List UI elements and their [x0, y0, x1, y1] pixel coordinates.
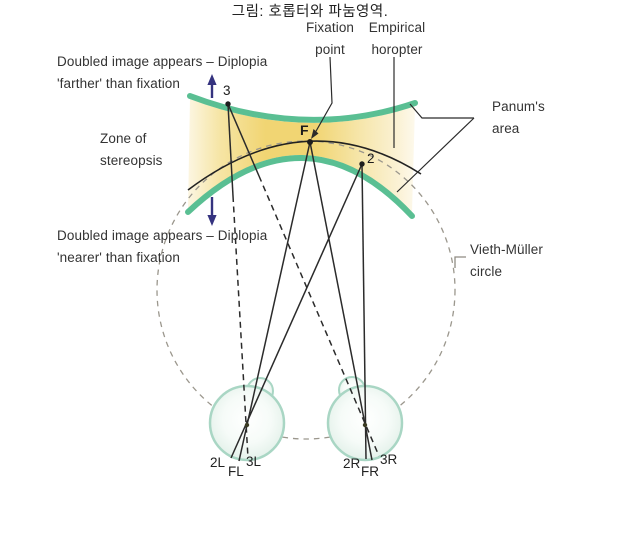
vieth-muller-pointer-line — [454, 256, 466, 268]
diplopia-nearer-label: Doubled image appears – Diplopia 'nearer… — [57, 225, 267, 268]
zone-of-stereopsis-label: Zone of stereopsis — [100, 128, 163, 171]
vieth-line1: Vieth-Müller — [470, 242, 543, 257]
visual-line-3-left-dashed — [232, 195, 249, 459]
retina-label-3L: 3L — [246, 454, 262, 469]
visual-line-3-left-near — [227, 103, 234, 197]
retina-label-3R: 3R — [380, 452, 398, 467]
panums-area-label: Panum's area — [492, 96, 545, 139]
diplopia-nearer-line2: 'nearer' than fixation — [57, 249, 180, 265]
panums-area-pointer-lower — [396, 117, 475, 193]
fixation-pointer-line — [314, 56, 333, 134]
fixation-line2: point — [315, 41, 345, 57]
empirical-line1: Empirical — [368, 20, 426, 35]
fixation-point-label: Fixation point — [306, 17, 354, 60]
retina-label-FL: FL — [228, 464, 244, 479]
fixation-pointer-arrowhead-icon — [311, 129, 319, 139]
visual-line-2-left — [230, 163, 363, 459]
zone-line2: stereopsis — [100, 152, 163, 168]
diplopia-farther-label: Doubled image appears – Diplopia 'farthe… — [57, 51, 267, 94]
vieth-line2: circle — [470, 263, 503, 279]
fixation-point-F-label: F — [300, 122, 309, 138]
empirical-line2: horopter — [371, 41, 423, 57]
panums-area-pointer-upper — [409, 103, 474, 119]
vieth-muller-label: Vieth-Müller circle — [470, 239, 543, 282]
diplopia-arrow-up-icon — [207, 74, 217, 98]
visual-line-2-right — [361, 163, 367, 460]
retina-label-2L: 2L — [210, 455, 226, 470]
diplopia-farther-line1: Doubled image appears – Diplopia — [57, 54, 268, 69]
figure-caption: 그림: 호롭터와 파눔영역. — [231, 4, 389, 20]
retina-label-2R: 2R — [343, 456, 361, 471]
diplopia-nearer-line1: Doubled image appears – Diplopia — [57, 228, 268, 243]
fixation-line1: Fixation — [305, 20, 355, 35]
point-3-label: 3 — [223, 83, 231, 98]
right-eye-nodal-dot — [362, 422, 368, 428]
point-2-label: 2 — [367, 151, 375, 166]
panums-line2: area — [492, 120, 520, 136]
point-2-dot — [359, 161, 365, 167]
panums-line1: Panum's — [492, 99, 545, 114]
empirical-horopter-curve — [187, 140, 422, 191]
panum-lower-band — [185, 155, 415, 219]
visual-lines-solid — [227, 103, 373, 462]
zone-line1: Zone of — [100, 131, 147, 146]
diplopia-arrow-down-icon — [207, 197, 217, 226]
visual-line-3-right-dashed — [258, 175, 380, 457]
visual-line-F-left — [238, 141, 311, 462]
fixation-point-dot — [307, 139, 313, 145]
pointer-lines — [314, 56, 475, 193]
panum-upper-band — [187, 93, 418, 123]
point-3-dot — [225, 101, 231, 107]
visual-line-F-right — [309, 141, 373, 461]
left-eye-nodal-dot — [244, 422, 250, 428]
vieth-muller-circle — [156, 140, 456, 440]
visual-lines-dashed — [232, 175, 380, 459]
retina-label-FR: FR — [361, 464, 379, 479]
zone-of-stereopsis-band — [188, 99, 415, 213]
empirical-horopter-label: Empirical horopter — [369, 17, 425, 60]
visual-line-3-right-near — [227, 103, 260, 177]
diplopia-farther-line2: 'farther' than fixation — [57, 75, 181, 91]
